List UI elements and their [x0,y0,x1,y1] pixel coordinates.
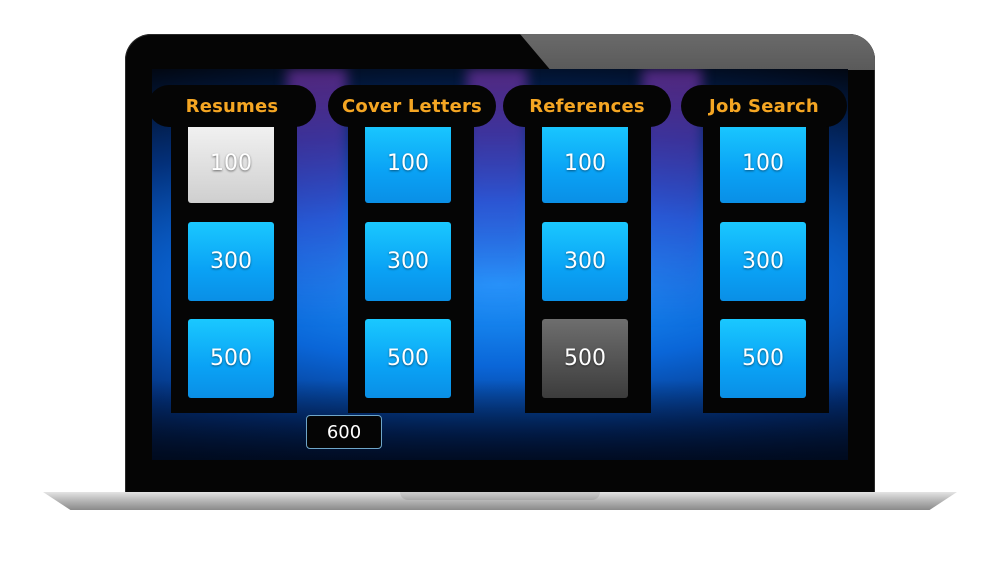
column-body: 100 300 500 [171,119,297,413]
tile-references-300[interactable]: 300 [542,222,628,301]
tile-references-500[interactable]: 500 [542,319,628,398]
game-board-screen: 100 300 500 Resumes 100 300 500 Cover Le… [152,69,848,460]
column-body: 100 300 500 [348,119,474,413]
category-header: Job Search [681,85,847,127]
tile-resumes-300[interactable]: 300 [188,222,274,301]
tile-resumes-500[interactable]: 500 [188,319,274,398]
laptop-hinge-notch [400,492,600,500]
tile-resumes-100[interactable]: 100 [188,124,274,203]
tile-job-search-500[interactable]: 500 [720,319,806,398]
category-header: Cover Letters [328,85,496,127]
category-header: References [503,85,671,127]
laptop-base [43,492,957,510]
tile-job-search-300[interactable]: 300 [720,222,806,301]
tile-cover-letters-100[interactable]: 100 [365,124,451,203]
lid-glare [520,34,875,70]
column-body: 100 300 500 [703,119,829,413]
category-header: Resumes [152,85,316,127]
tile-references-100[interactable]: 100 [542,124,628,203]
tile-job-search-100[interactable]: 100 [720,124,806,203]
tile-cover-letters-500[interactable]: 500 [365,319,451,398]
tile-cover-letters-300[interactable]: 300 [365,222,451,301]
score-display: 600 [306,415,382,449]
column-body: 100 300 500 [525,119,651,413]
